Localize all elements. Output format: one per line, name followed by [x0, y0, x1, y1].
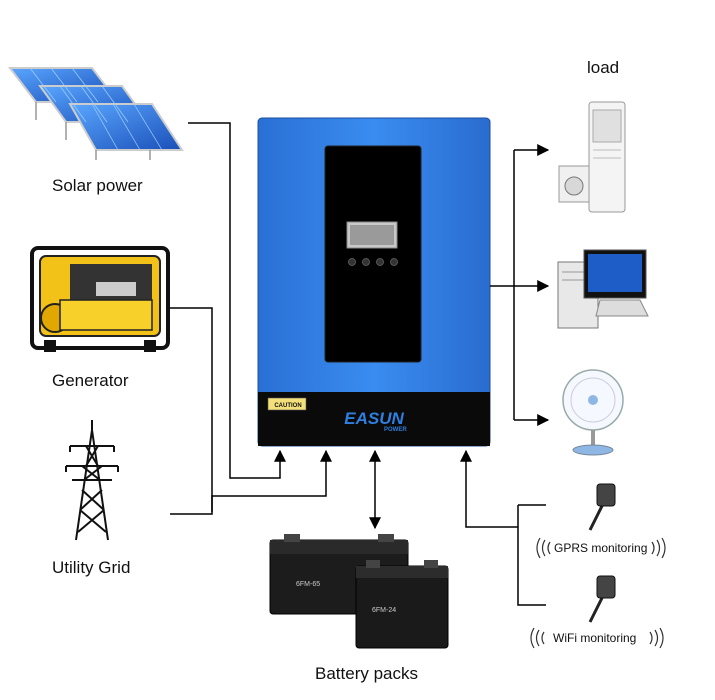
battery-icon: 6FM-65 6FM-24 — [269, 534, 449, 649]
computer-icon — [557, 249, 649, 329]
washing-machine-icon — [558, 165, 590, 203]
load-label: load — [587, 58, 620, 77]
wifi-monitoring-label: WiFi monitoring — [553, 631, 637, 645]
solar-panel-icon — [7, 67, 184, 160]
battery-packs-label: Battery packs — [315, 664, 418, 683]
gprs-antenna-icon — [588, 483, 616, 531]
generator-icon — [30, 246, 170, 352]
battery-left-label: 6FM-65 — [296, 581, 320, 588]
air-conditioner-icon — [588, 101, 626, 213]
brand-sub: POWER — [384, 427, 407, 433]
solar-power-label: Solar power — [52, 176, 143, 195]
transmission-tower-icon — [65, 420, 119, 541]
gprs-signal-icon — [536, 537, 666, 559]
connection-lines — [170, 122, 550, 606]
utility-grid-label: Utility Grid — [52, 558, 131, 577]
wifi-antenna-icon — [588, 575, 616, 623]
caution-text: CAUTION — [274, 403, 301, 409]
caution-sticker — [267, 397, 307, 411]
battery-right-label: 6FM-24 — [372, 607, 396, 614]
inverter: CAUTION EASUN POWER — [257, 117, 491, 447]
brand-logo: EASUN — [344, 409, 404, 428]
generator-label: Generator — [52, 371, 129, 390]
gprs-monitoring-label: GPRS monitoring — [554, 541, 648, 555]
wifi-signal-icon — [530, 627, 664, 649]
fan-icon — [562, 369, 624, 456]
